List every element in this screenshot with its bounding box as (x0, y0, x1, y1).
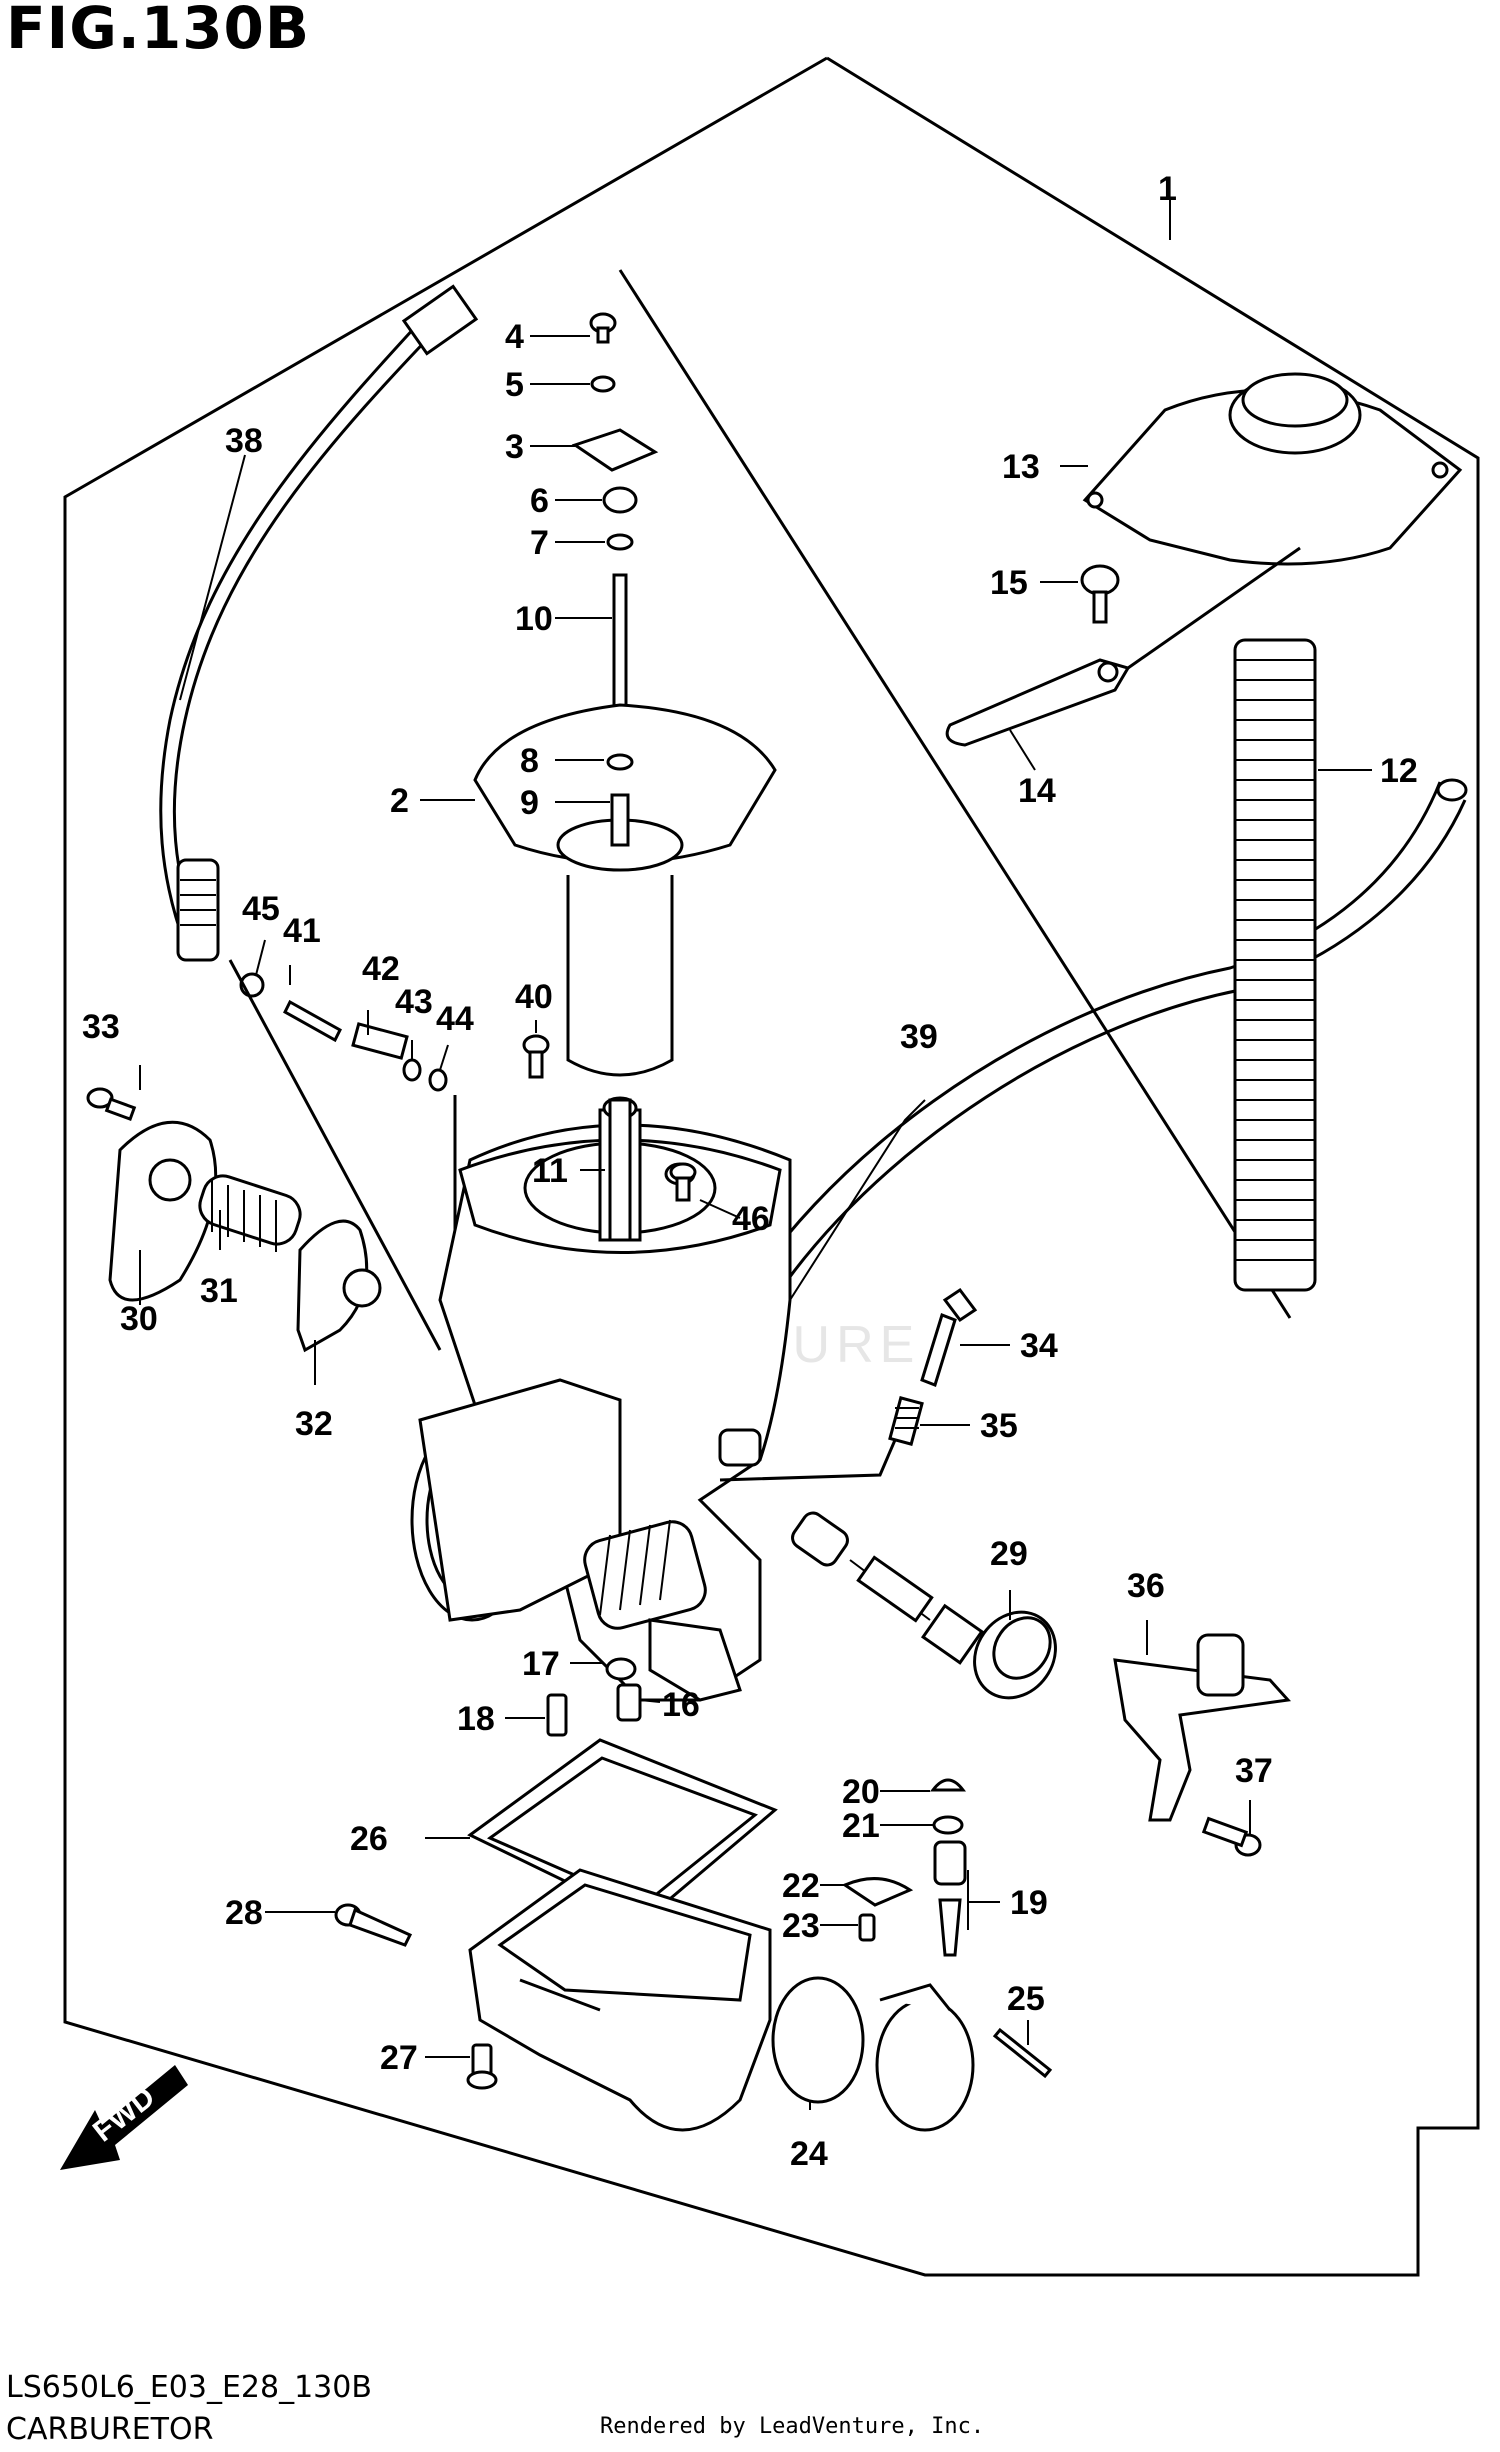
parts-19-23-needle-valve (841, 1778, 967, 1957)
callout-14: 14 (1018, 772, 1056, 810)
callout-19: 19 (1010, 1884, 1048, 1922)
callout-labels: 1 2 3 4 5 6 7 8 9 10 11 12 13 14 15 16 1… (82, 170, 1418, 2173)
callout-37: 37 (1235, 1752, 1273, 1790)
callout-7: 7 (530, 524, 549, 562)
part-29-starter-plunger (791, 1511, 1057, 1700)
callout-41: 41 (283, 912, 321, 950)
part-13-top-cap (1082, 372, 1463, 566)
part-28-screw (334, 1903, 413, 1947)
callout-33: 33 (82, 1008, 120, 1046)
callout-13: 13 (1002, 448, 1040, 486)
callout-3: 3 (505, 428, 524, 466)
callout-32: 32 (295, 1405, 333, 1443)
callout-17: 17 (522, 1645, 560, 1683)
part-15-screw (1080, 564, 1120, 624)
callout-28: 28 (225, 1894, 263, 1932)
callout-26: 26 (350, 1820, 388, 1858)
callout-16: 16 (662, 1686, 700, 1724)
callout-1: 1 (1158, 170, 1177, 208)
callout-21: 21 (842, 1807, 880, 1845)
callout-20: 20 (842, 1773, 880, 1811)
part-39-hose (728, 778, 1468, 1331)
callout-36: 36 (1127, 1567, 1165, 1605)
parts-30-33-pump-assembly (86, 959, 442, 1353)
parts-34-35-screw-spring (888, 1287, 978, 1446)
part-12-spring (1233, 638, 1317, 1292)
diagram-subtitle: CARBURETOR (6, 2412, 214, 2447)
callout-2: 2 (390, 782, 409, 820)
callout-43: 43 (395, 983, 433, 1021)
callout-35: 35 (980, 1407, 1018, 1445)
callout-11: 11 (532, 1152, 568, 1190)
callout-22: 22 (782, 1867, 820, 1905)
parts-4-5-3-6-7-needle-stack (571, 312, 659, 747)
fwd-direction-arrow: FWD (60, 2065, 188, 2170)
part-46-screw (669, 1162, 697, 1202)
figure-title: FIG.130B (6, 0, 311, 62)
callout-42: 42 (362, 950, 400, 988)
leader-lines (139, 200, 1372, 2110)
callout-12: 12 (1380, 752, 1418, 790)
callout-25: 25 (1007, 1980, 1045, 2018)
part-24-float (771, 1976, 975, 2132)
callout-6: 6 (530, 482, 549, 520)
callout-46: 46 (732, 1200, 770, 1238)
callout-30: 30 (120, 1300, 158, 1338)
callout-9: 9 (520, 784, 539, 822)
diagram-code: LS650L6_E03_E28_130B (6, 2370, 372, 2405)
part-27-drain-plug (466, 2043, 498, 2090)
part-11-stem (608, 1098, 632, 1242)
parts-16-18-jets (546, 1657, 642, 1737)
part-1-carburetor-body (410, 1096, 897, 1702)
callout-38: 38 (225, 422, 263, 460)
part-2-diaphragm-piston (473, 703, 777, 1077)
callout-10: 10 (515, 600, 553, 638)
callout-27: 27 (380, 2039, 418, 2077)
part-40-screw (522, 1034, 550, 1079)
callout-15: 15 (990, 564, 1028, 602)
callout-8: 8 (520, 742, 539, 780)
assembly-outline (63, 56, 1480, 2277)
callout-23: 23 (782, 1907, 820, 1945)
callout-4: 4 (505, 318, 524, 356)
float-bowl (468, 1868, 772, 2132)
parts-36-37-cable-bracket (1113, 1633, 1292, 1857)
callout-34: 34 (1020, 1327, 1058, 1365)
part-38-cable (159, 284, 479, 962)
callout-40: 40 (515, 978, 553, 1016)
callout-31: 31 (200, 1272, 238, 1310)
callout-29: 29 (990, 1535, 1028, 1573)
render-credit: Rendered by LeadVenture, Inc. (600, 2414, 985, 2439)
callout-5: 5 (505, 366, 524, 404)
callout-18: 18 (457, 1700, 495, 1738)
part-25-float-pin (992, 2027, 1053, 2079)
callout-44: 44 (436, 1000, 474, 1038)
callout-24: 24 (790, 2135, 828, 2173)
callout-39: 39 (900, 1018, 938, 1056)
callout-45: 45 (242, 890, 280, 928)
part-14-bracket (945, 546, 1301, 747)
assembly-divider-line (618, 269, 1292, 1319)
